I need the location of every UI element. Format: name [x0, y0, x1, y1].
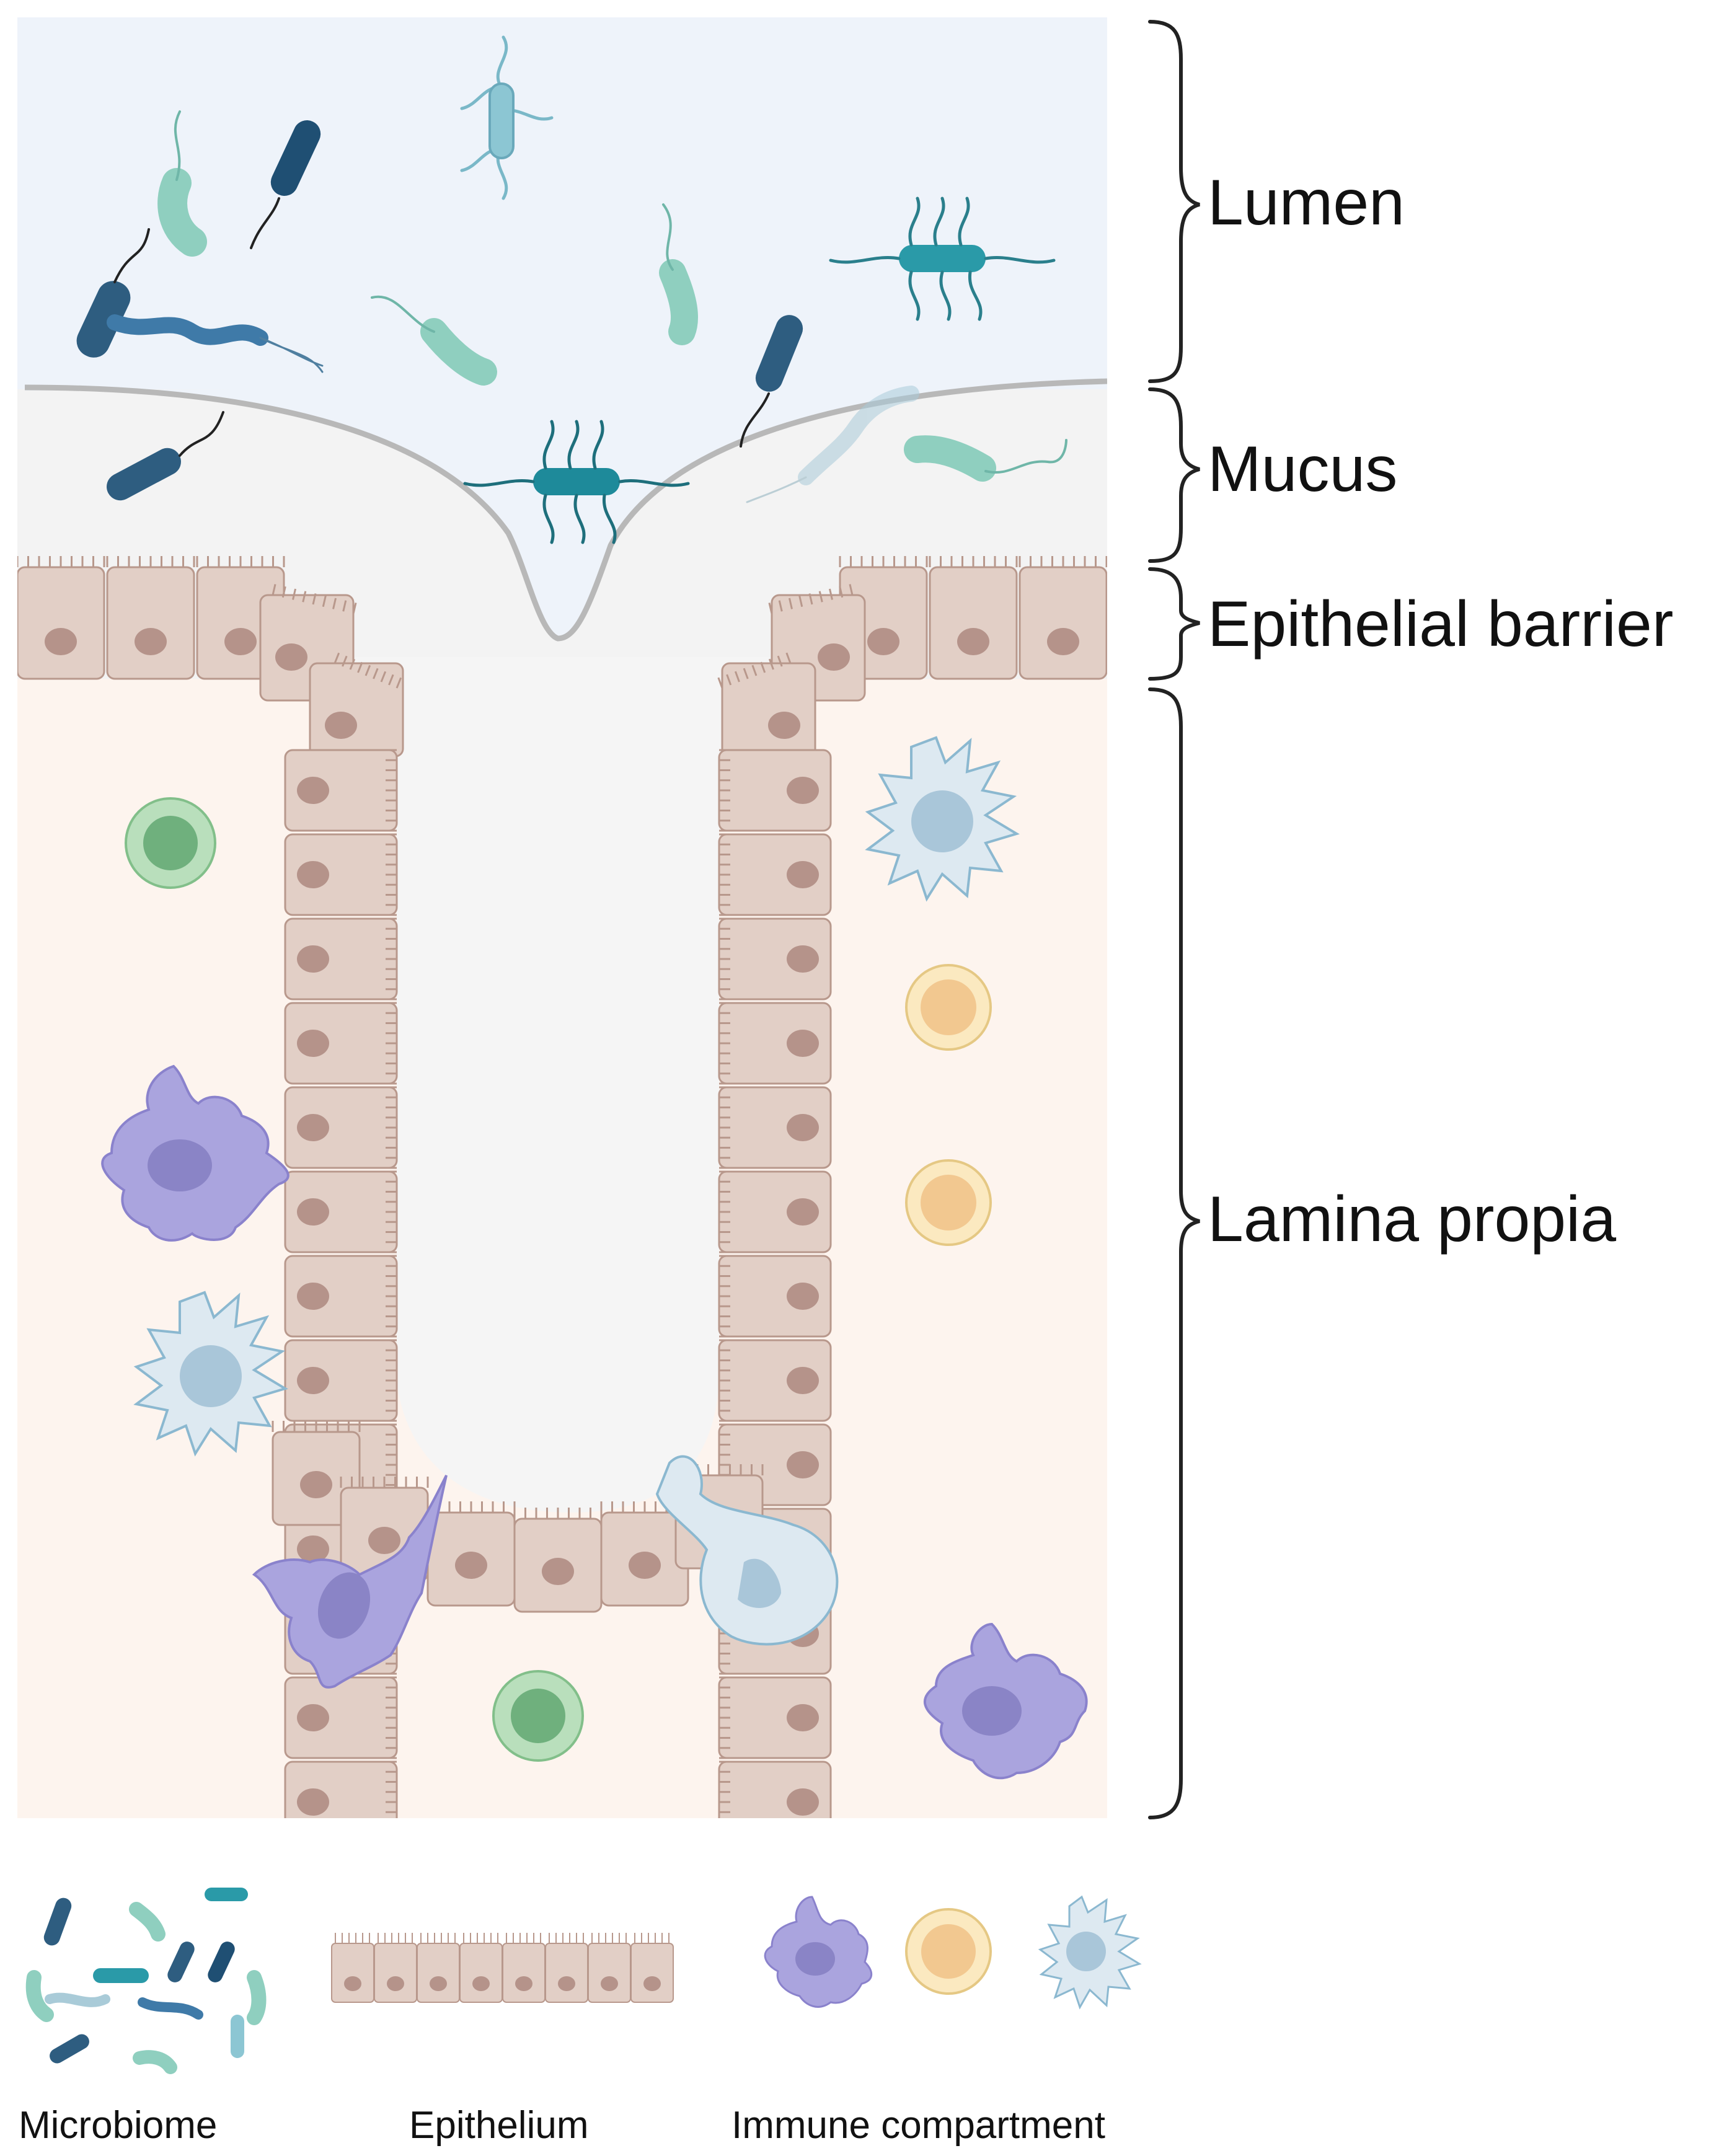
dendritic-cell-icon: [252, 1475, 448, 1689]
epithelial-cell-icon: [284, 1086, 398, 1169]
legend-macrophage-icon: [1038, 1895, 1142, 2010]
epithelial-cell-icon: [272, 1421, 361, 1526]
epithelial-cell-icon: [545, 1933, 588, 2003]
epithelial-cell-icon: [459, 1933, 503, 2003]
epithelial-cell-icon: [284, 1002, 398, 1085]
legend-label-epithelium: Epithelium: [409, 2104, 589, 2147]
epithelial-cell-icon: [718, 749, 832, 832]
spirochete-icon: [746, 386, 919, 503]
macrophage-icon: [655, 1455, 839, 1646]
lymphocyte-icon: [905, 964, 992, 1051]
dendritic-cell-icon: [101, 1064, 289, 1242]
epithelial-barrier-brace: [1148, 567, 1200, 681]
epithelial-cell-icon: [1019, 556, 1107, 680]
epithelial-cell-icon: [426, 1501, 516, 1607]
epithelial-cell-icon: [284, 1339, 398, 1422]
flagellated-bacterium-icon: [829, 197, 1056, 321]
epithelial-cell-icon: [718, 1002, 832, 1085]
curved-bacterium-icon: [157, 110, 207, 257]
epithelial-cell-icon: [284, 1170, 398, 1253]
curved-bacterium-icon: [659, 203, 699, 345]
epithelial-cell-icon: [284, 749, 398, 832]
flagellated-bacterium-icon: [460, 35, 554, 200]
legend: [25, 1888, 1142, 2074]
immune-cells: [101, 736, 1088, 1780]
region-label-lamina-propria: Lamina propia: [1208, 1183, 1617, 1255]
epithelial-cell-icon: [284, 1255, 398, 1338]
epithelial-cell-icon: [417, 1933, 460, 2003]
lymphocyte-icon: [492, 1670, 584, 1762]
epithelial-cell-icon: [718, 917, 832, 1001]
region-label-lumen: Lumen: [1208, 167, 1405, 239]
flagellated-bacterium-icon: [463, 420, 690, 544]
epithelial-cell-icon: [630, 1933, 674, 2003]
epithelial-cell-icon: [309, 652, 404, 758]
epithelial-cell-icon: [331, 1933, 374, 2003]
legend-epithelium-icon: [331, 1933, 674, 2003]
epithelial-cell-icon: [588, 1933, 631, 2003]
rod-bacterium-icon: [107, 411, 224, 501]
epithelial-cell-icon: [718, 1761, 832, 1818]
curved-bacterium-icon: [904, 435, 1067, 482]
epithelial-cell-icon: [718, 1255, 832, 1338]
lymphocyte-icon: [905, 1159, 992, 1246]
epithelial-cell-icon: [284, 1676, 398, 1759]
lumen-brace: [1148, 20, 1200, 383]
epithelial-cell-icon: [929, 556, 1018, 680]
lumen-bacteria: [76, 35, 1056, 448]
mucus-brace: [1148, 387, 1200, 563]
spirochete-icon: [107, 314, 324, 373]
lymphocyte-icon: [125, 797, 216, 889]
mucus-bacteria: [107, 386, 1067, 544]
epithelial-cell-icon: [718, 833, 832, 916]
epithelial-cell-icon: [718, 1339, 832, 1422]
macrophage-icon: [865, 736, 1020, 902]
epithelial-cell-icon: [513, 1508, 603, 1613]
epithelial-cell-icon: [718, 1676, 832, 1759]
mucus-boundary-line: [24, 378, 1107, 642]
lumen-pocket: [25, 381, 1107, 638]
epithelial-cell-icon: [284, 833, 398, 916]
epithelial-cell-icon: [502, 1933, 546, 2003]
region-braces: [1148, 20, 1200, 1819]
macrophage-icon: [133, 1291, 288, 1457]
rod-bacterium-icon: [740, 315, 803, 448]
lamina-propria-brace: [1148, 687, 1200, 1819]
crypt-interior: [211, 657, 917, 1513]
rod-bacterium-icon: [76, 228, 150, 358]
epithelial-cell-icon: [718, 1170, 832, 1253]
legend-microbiome-icon: [25, 1888, 267, 2074]
region-label-mucus: Mucus: [1208, 433, 1398, 505]
epithelial-cell-icon: [717, 652, 816, 758]
epithelial-cell-icon: [17, 556, 105, 680]
dendritic-cell-icon: [923, 1622, 1088, 1780]
epithelial-cell-icon: [284, 917, 398, 1001]
epithelial-cell-icon: [284, 1761, 398, 1818]
epithelium-layer: [17, 556, 1107, 1818]
legend-dendritic-cell-icon: [764, 1896, 873, 2008]
epithelial-cell-icon: [106, 556, 195, 680]
epithelial-cell-icon: [718, 1086, 832, 1169]
rod-bacterium-icon: [250, 120, 321, 249]
curved-bacterium-icon: [371, 295, 497, 386]
legend-label-immune: Immune compartment: [731, 2104, 1105, 2147]
region-label-epithelial-barrier: Epithelial barrier: [1208, 588, 1674, 660]
legend-label-microbiome: Microbiome: [19, 2104, 218, 2147]
legend-lymphocyte-icon: [905, 1908, 992, 1995]
epithelial-cell-icon: [374, 1933, 417, 2003]
